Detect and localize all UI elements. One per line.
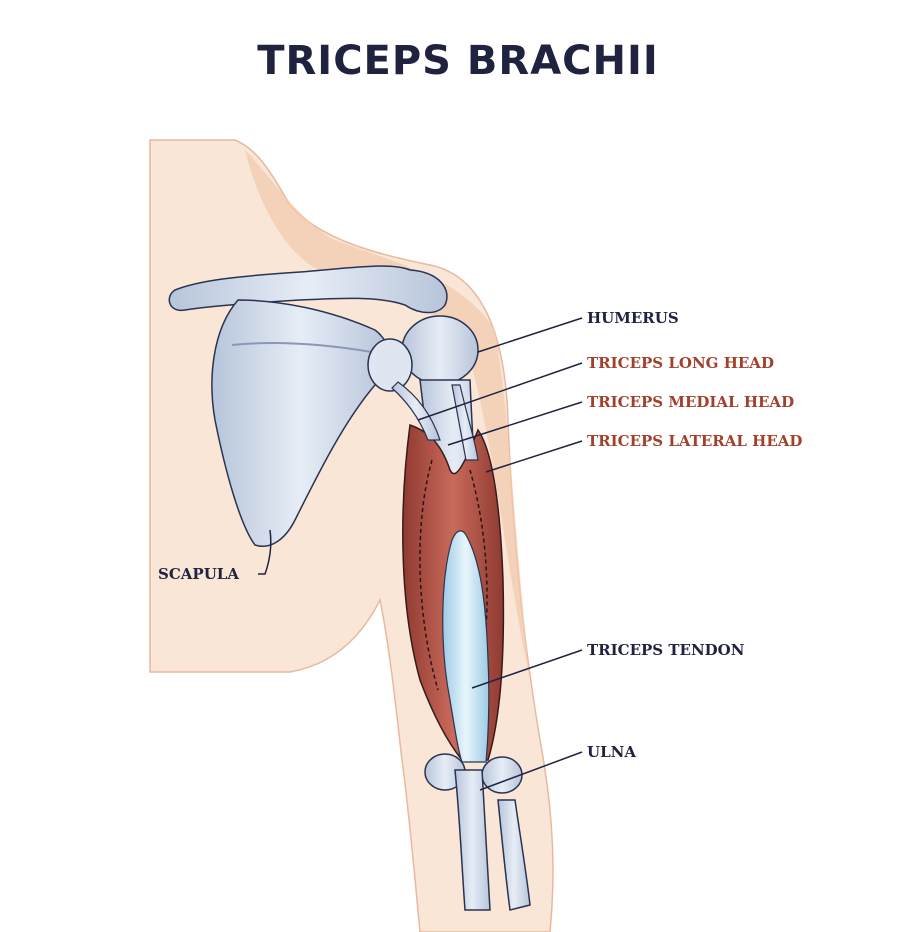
label-triceps-tendon: TRICEPS TENDON: [587, 641, 745, 659]
leader-ulna: [479, 751, 583, 791]
leader-humerus: [477, 317, 583, 353]
label-triceps-lateral-head: TRICEPS LATERAL HEAD: [587, 432, 803, 450]
label-ulna: ULNA: [587, 743, 636, 761]
skin-shoulder-shade: [245, 150, 530, 680]
leader-long-head: [417, 362, 583, 421]
leader-scapula: [258, 529, 272, 575]
scapula-bone: [211, 299, 390, 547]
lateral-head-origin: [451, 384, 479, 461]
scapula-spine: [231, 342, 373, 353]
label-humerus: HUMERUS: [587, 309, 679, 327]
leader-lateral-head: [485, 440, 583, 473]
glenoid: [367, 338, 413, 392]
leader-medial-head: [447, 401, 583, 446]
label-triceps-long-head: TRICEPS LONG HEAD: [587, 354, 774, 372]
leader-tendon: [471, 649, 583, 689]
triceps-tendon: [442, 530, 490, 763]
label-triceps-medial-head: TRICEPS MEDIAL HEAD: [587, 393, 795, 411]
radius-bone: [497, 799, 531, 911]
ulna-bone: [454, 769, 491, 911]
humerus-head: [401, 315, 479, 385]
label-scapula: SCAPULA: [158, 565, 239, 583]
muscle-divider-left: [419, 459, 439, 691]
diagram-title: TRICEPS BRACHII: [257, 38, 659, 84]
long-head-tendon-origin: [391, 381, 441, 441]
